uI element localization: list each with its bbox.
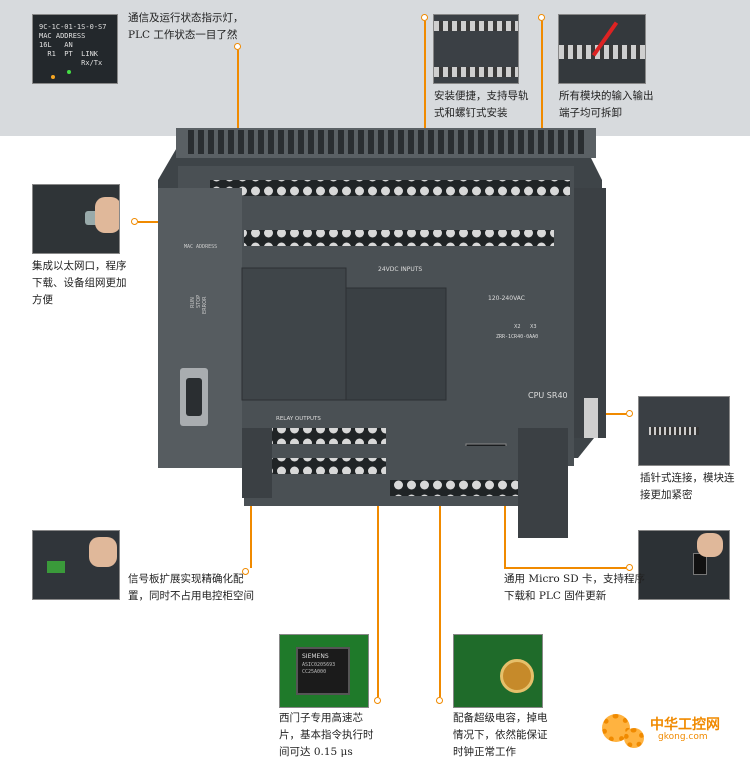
caption-signal-board: 信号板扩展实现精确化配 置，同时不占用电控柜空间 <box>128 573 254 602</box>
plc-lower-housing <box>244 446 534 506</box>
mount-photo <box>433 14 519 84</box>
caption-led: 通信及运行状态指示灯， PLC 工作状态一目了然 <box>128 12 244 41</box>
plc-right-side <box>574 188 606 438</box>
mount-terminal-strip-2 <box>434 67 518 77</box>
callout-line-sd-card-v <box>504 458 506 568</box>
callout-dot-signal-board <box>242 568 249 575</box>
plc-mac-label: MAC ADDRESS <box>184 244 217 250</box>
relay-outputs-label: RELAY OUTPUTS <box>276 416 321 422</box>
led-photo: 9C-1C-01-1S-0-S7 MAC ADDRESS 16L AN R1 P… <box>32 14 118 84</box>
hand-icon-3 <box>697 533 723 557</box>
db9-port-inner <box>186 378 202 416</box>
output-terminal-strip[interactable] <box>254 458 386 474</box>
gkong-watermark: 中华工控网 gkong.com <box>602 710 742 750</box>
gear-icon-small <box>624 728 644 748</box>
cpu-cover <box>345 287 447 401</box>
terminal-strip <box>559 45 645 59</box>
extension-connector-icon[interactable] <box>584 398 598 438</box>
link-led-icon <box>67 70 71 74</box>
capacitor-icon <box>500 659 534 693</box>
caption-terminal: 所有模块的输入输出 端子均可拆卸 <box>559 90 654 119</box>
chip-part: ASIC0205693 CC25A000 <box>302 662 336 675</box>
callout-dot-chip <box>374 697 381 704</box>
chip-icon <box>296 647 350 695</box>
callout-line-mount <box>424 21 426 161</box>
callout-line-sd-card <box>504 567 626 569</box>
status-leds: RUN STOP ERROR <box>190 295 208 314</box>
hand-icon-2 <box>89 537 117 567</box>
sd-card-photo <box>638 530 730 600</box>
output-terminal-strip-2[interactable] <box>390 480 522 496</box>
connector-photo <box>638 396 730 466</box>
callout-dot-connector <box>626 410 633 417</box>
caption-connector: 插针式连接，模块连 接更加紧密 <box>640 472 735 501</box>
caption-mount: 安装便捷，支持导轨 式和螺钉式安装 <box>434 90 529 119</box>
plc-vent-slots <box>188 130 588 154</box>
chip-brand: SIEMENS <box>302 653 329 660</box>
caption-sd-card: 通用 Micro SD 卡，支持程序 下载和 PLC 固件更新 <box>504 573 645 602</box>
mount-terminal-strip <box>434 21 518 31</box>
chip-photo: SIEMENS ASIC0205693 CC25A000 <box>279 634 369 708</box>
relay-terminal-strip[interactable] <box>254 428 386 444</box>
plc-device: MAC ADDRESS RUN STOP ERROR 24VDC INPUTS … <box>158 128 606 538</box>
callout-dot-ethernet <box>131 218 138 225</box>
din-rail-mount-left <box>242 428 272 498</box>
callout-dot-terminal <box>538 14 545 21</box>
signal-board-cover[interactable] <box>241 267 347 401</box>
model-code-label: ZRR-1CR40-0AA0 <box>496 334 538 340</box>
callout-dot-led <box>234 43 241 50</box>
capacitor-photo <box>453 634 543 708</box>
ethernet-photo <box>32 184 120 254</box>
led-error-label: ERROR <box>202 296 208 314</box>
callout-dot-capacitor <box>436 697 443 704</box>
caption-capacitor: 配备超级电容，掉电 情况下，依然能保证 时钟正常工作 <box>453 712 548 758</box>
upper-terminal-strip[interactable] <box>210 180 570 196</box>
terminal-photo <box>558 14 646 84</box>
cpu-model-label: CPU SR40 <box>528 391 568 400</box>
x2-label: X2 <box>514 324 521 330</box>
callout-dot-sd-card <box>626 564 633 571</box>
green-connector-icon <box>47 561 65 573</box>
led-run-label: RUN <box>190 297 196 308</box>
din-rail-mount <box>518 428 568 538</box>
x3-label: X3 <box>530 324 537 330</box>
watermark-domain: gkong.com <box>658 732 708 742</box>
voltage-label: 120-240VAC <box>488 295 525 302</box>
led-photo-label: 9C-1C-01-1S-0-S7 MAC ADDRESS 16L AN R1 P… <box>39 23 107 67</box>
hand-icon <box>95 197 119 233</box>
run-led-icon <box>51 75 55 79</box>
watermark-title: 中华工控网 <box>650 717 720 733</box>
connector-pins-icon <box>649 427 699 435</box>
caption-chip: 西门子专用高速芯 片，基本指令执行时 间可达 0.15 μs <box>279 712 374 758</box>
input-terminal-strip[interactable] <box>244 230 554 246</box>
inputs-label: 24VDC INPUTS <box>378 266 422 273</box>
callout-dot-mount <box>421 14 428 21</box>
signal-board-photo <box>32 530 120 600</box>
led-stop-label: STOP <box>196 295 202 308</box>
caption-ethernet: 集成以太网口，程序 下载、设备组网更加 方便 <box>32 260 127 306</box>
